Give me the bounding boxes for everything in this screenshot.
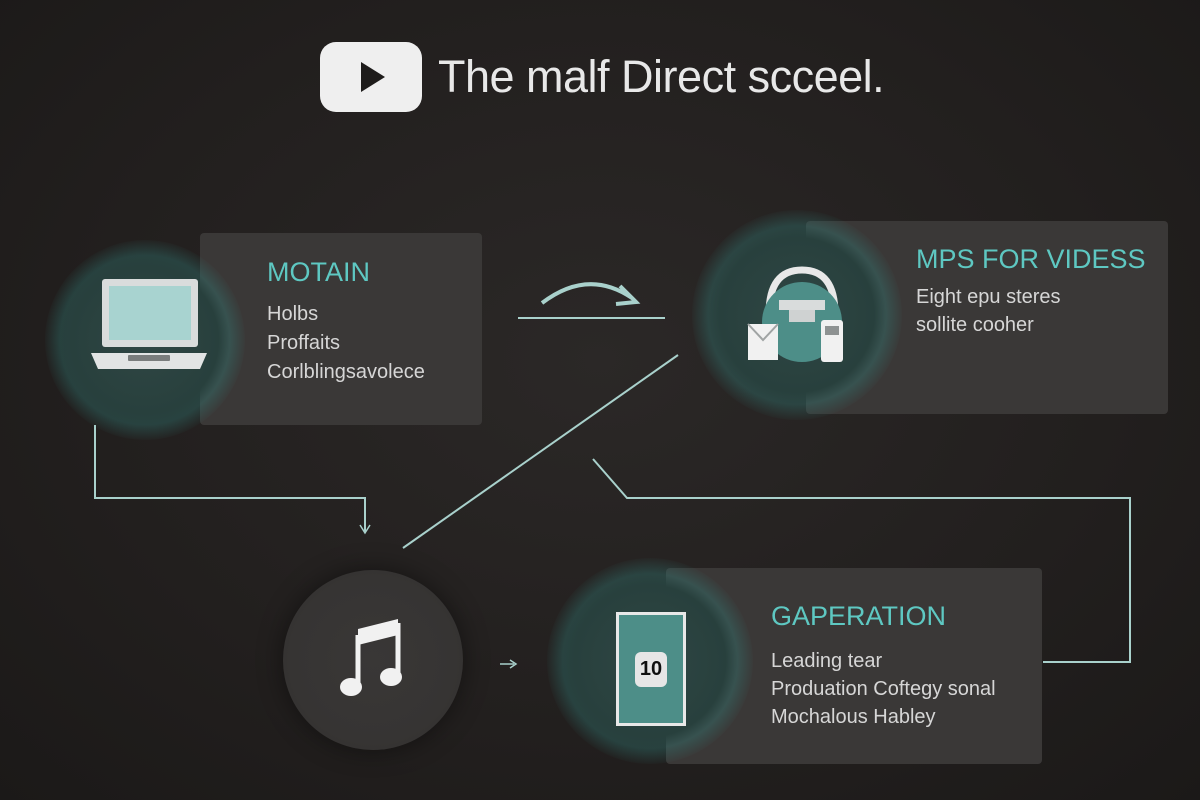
connector-small-arrow [500,659,518,669]
node-line-mps-2: sollite cooher [916,314,1034,336]
badge-card-icon: 10 [616,612,686,726]
diagram-title: The malf Direct scceel. [438,51,885,102]
node-title-motain: MOTAIN [267,257,370,287]
connector-diagonal [402,354,679,549]
header: The malf Direct scceel. [320,42,885,112]
node-title-gaperation: GAPERATION [771,601,947,631]
node-title-mps: MPS FOR VIDESS [916,244,1146,274]
node-line-gaperation-2: Produation Coftegy sonal [771,678,996,700]
node-card-motain [200,233,482,425]
node-line-gaperation-1: Leading tear [771,650,883,672]
node-line-gaperation-3: Mochalous Habley [771,706,936,728]
node-line-mps-1: Eight epu steres [916,286,1061,308]
play-logo-icon [320,42,422,112]
node-line-motain-3: Corlblingsavolece [267,361,425,383]
node-line-motain-2: Proffaits [267,332,340,354]
connector-mps-to-gaperation [592,458,1131,663]
badge-card-number: 10 [634,651,668,687]
node-circle-music [283,570,463,750]
connector-arc-arrow [540,282,641,306]
headphones-media-icon [747,266,843,362]
node-line-motain-1: Holbs [267,303,319,325]
music-note-icon [340,619,402,696]
laptop-icon [91,279,207,369]
connector-motain-down [94,425,371,535]
